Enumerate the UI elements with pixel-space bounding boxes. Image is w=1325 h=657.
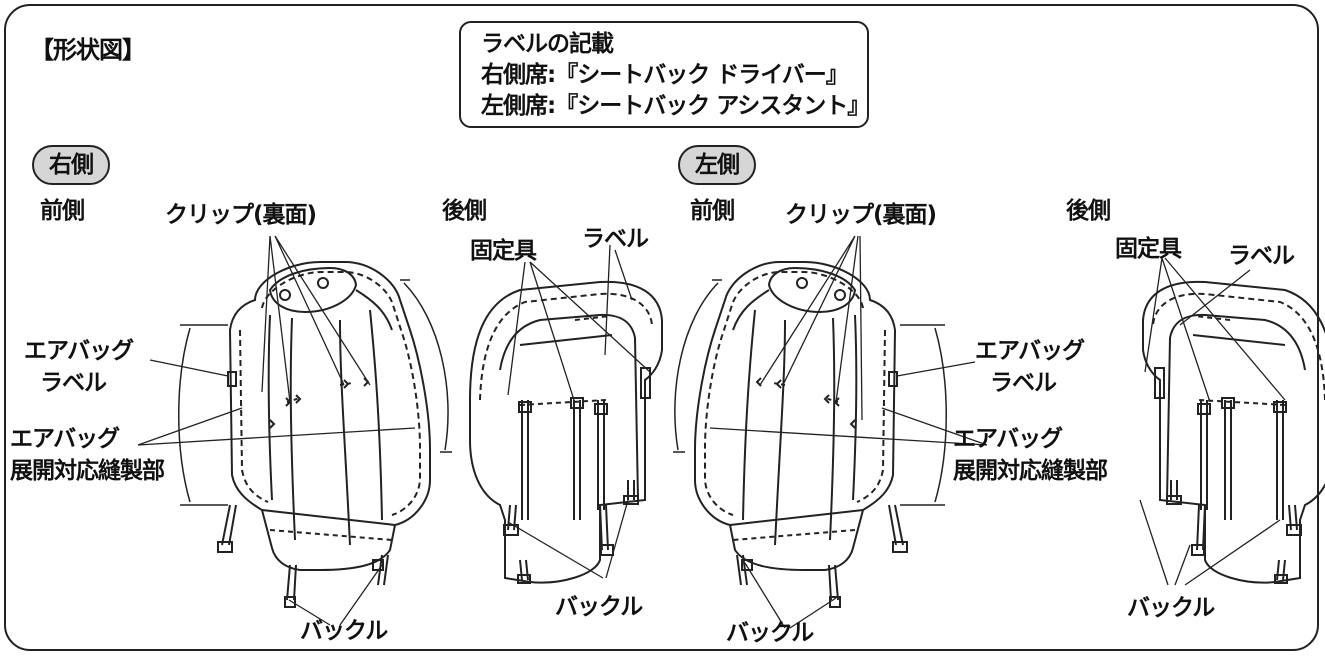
right-side-badge: 右側 bbox=[32, 145, 110, 185]
label-box-left-seat: 左側席:『シートバック アシスタント』 bbox=[481, 93, 870, 119]
right-rear-seatback-drawing bbox=[469, 280, 663, 584]
label-box-heading: ラベルの記載 bbox=[481, 31, 614, 57]
left-buckle-rear-label: バックル bbox=[1127, 595, 1215, 621]
left-rear-seatback-drawing bbox=[1142, 280, 1325, 584]
left-fixture-label: 固定具 bbox=[1115, 236, 1182, 262]
left-airbag-label-line1: エアバッグ bbox=[975, 338, 1085, 364]
right-front-label: 前側 bbox=[40, 198, 85, 224]
left-leader-lines bbox=[709, 235, 1286, 629]
diagram-title: 【形状図】 bbox=[30, 36, 146, 64]
right-airbag-seam-line1: エアバッグ bbox=[10, 426, 120, 452]
right-airbag-label-line2: ラベル bbox=[40, 370, 107, 396]
right-leader-lines bbox=[137, 235, 651, 626]
left-side-badge: 左側 bbox=[678, 145, 756, 185]
right-label-label: ラベル bbox=[582, 226, 649, 252]
left-airbag-label-line2: ラベル bbox=[990, 370, 1057, 396]
diagram-frame bbox=[4, 4, 1319, 651]
right-airbag-seam-line2: 展開対応縫製部 bbox=[10, 458, 165, 484]
right-buckle-rear-label: バックル bbox=[555, 594, 643, 620]
right-airbag-label-line1: エアバッグ bbox=[24, 338, 134, 364]
left-rear-label: 後側 bbox=[1066, 198, 1111, 224]
right-buckle-front-label: バックル bbox=[300, 618, 388, 644]
left-airbag-seam-line1: エアバッグ bbox=[953, 426, 1063, 452]
left-buckle-front-label: バックル bbox=[726, 620, 814, 646]
left-airbag-seam-line2: 展開対応縫製部 bbox=[953, 458, 1108, 484]
label-box-right-seat: 右側席:『シートバック ドライバー』 bbox=[481, 62, 849, 88]
right-dimension-lines bbox=[178, 279, 452, 506]
label-notation-box: ラベルの記載 右側席:『シートバック ドライバー』 左側席:『シートバック アシ… bbox=[459, 21, 870, 128]
left-front-seatback-drawing bbox=[694, 261, 908, 608]
left-dimension-lines bbox=[673, 279, 947, 506]
left-clip-label: クリップ(裏面) bbox=[785, 202, 937, 228]
left-front-label: 前側 bbox=[690, 198, 735, 224]
left-label-label: ラベル bbox=[1228, 243, 1295, 269]
right-fixture-label: 固定具 bbox=[470, 238, 537, 264]
right-rear-label: 後側 bbox=[442, 198, 487, 224]
right-clip-label: クリップ(裏面) bbox=[165, 202, 317, 228]
